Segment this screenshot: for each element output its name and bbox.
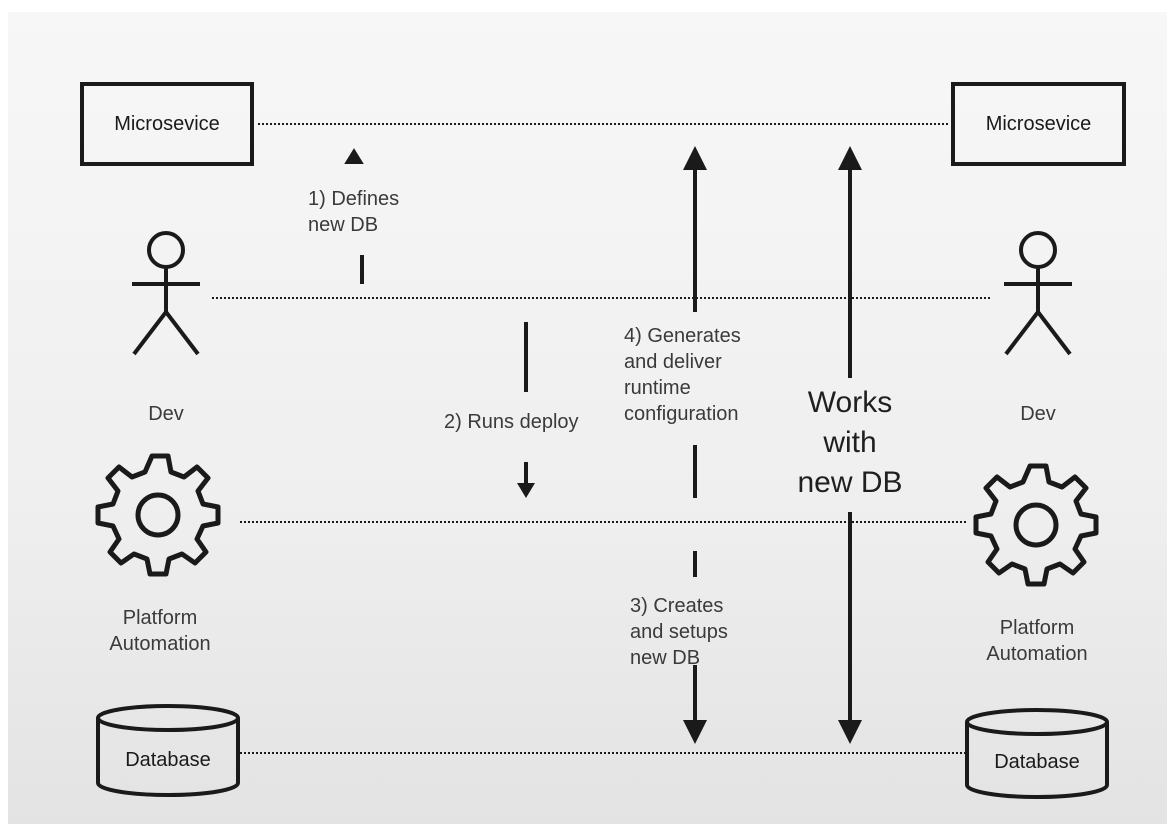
microservice-label-right: Microsevice [985, 112, 1092, 135]
arrow-step4 [683, 146, 707, 498]
arrow-down-icon [838, 720, 862, 744]
dev-label-right: Dev [1020, 403, 1056, 425]
step1-label: 1) Defines new DB [308, 188, 400, 236]
works-label: Works with new DB [797, 386, 903, 499]
platform-label-right: Platform Automation [986, 617, 1088, 665]
database-label-left: Database [125, 748, 211, 771]
arrow-up-icon [838, 146, 862, 170]
platform-label-left: Platform Automation [109, 607, 211, 655]
arrow-up-icon [683, 146, 707, 170]
arrow-down-icon [683, 720, 707, 744]
step3-label: 3) Creates and setups new DB [630, 595, 728, 669]
arrow-down-icon [517, 483, 535, 498]
stick-figure-icon [1002, 231, 1074, 356]
database-cylinder-icon [965, 708, 1109, 799]
arrow-step2 [517, 322, 535, 498]
microservice-label-left: Microsevice [114, 112, 220, 135]
arrow-step3 [683, 551, 707, 744]
dev-label-left: Dev [148, 403, 184, 425]
microservice-box-left [80, 82, 254, 166]
database-label-right: Database [994, 750, 1080, 773]
arrow-works [838, 146, 862, 744]
database-cylinder-icon [96, 704, 240, 797]
arrow-up-icon [344, 148, 364, 164]
arrow-step1 [344, 148, 364, 284]
stick-figure-icon [130, 231, 202, 356]
step2-label: 2) Runs deploy [444, 411, 579, 433]
gear-icon [976, 466, 1096, 584]
step4-label: 4) Generates and deliver runtime configu… [624, 325, 741, 425]
gear-icon [98, 456, 218, 574]
microservice-box-right [951, 82, 1126, 166]
diagram-canvas [8, 12, 1167, 824]
